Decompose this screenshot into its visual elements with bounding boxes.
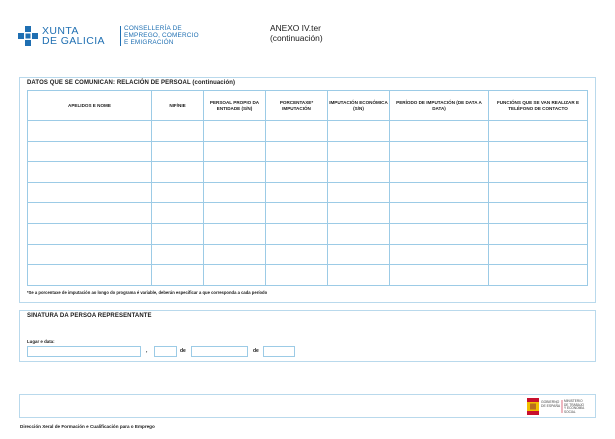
col-header-percentage: PORCENTAXE* IMPUTACIÓN — [265, 90, 328, 121]
table-cell[interactable] — [151, 243, 204, 266]
table-cell[interactable] — [203, 202, 266, 224]
table-cell[interactable] — [151, 120, 204, 142]
table-row — [27, 264, 588, 286]
table-cell[interactable] — [327, 264, 390, 286]
table-cell[interactable] — [488, 264, 588, 286]
table-cell[interactable] — [389, 140, 489, 163]
table-cell[interactable] — [265, 243, 328, 266]
table-row — [27, 243, 588, 266]
table-cell[interactable] — [203, 243, 266, 266]
table-cell[interactable] — [327, 140, 390, 163]
table-cell[interactable] — [265, 120, 328, 142]
col-header-functions: FUNCIÓNS QUE SE VAN REALIZAR E TELÉFONO … — [488, 90, 588, 121]
table-cell[interactable] — [488, 181, 588, 204]
table-cell[interactable] — [265, 140, 328, 163]
table-cell[interactable] — [327, 202, 390, 224]
table-row — [27, 161, 588, 183]
table-cell[interactable] — [27, 181, 152, 204]
spain-coat-of-arms-icon — [527, 398, 563, 415]
table-cell[interactable] — [151, 161, 204, 183]
col-header-nif: NIF/NIE — [151, 90, 204, 121]
personnel-section-title: DATOS QUE SE COMUNICAN: RELACIÓN DE PERS… — [27, 80, 236, 86]
table-cell[interactable] — [203, 140, 266, 163]
table-cell[interactable] — [488, 120, 588, 142]
place-date-label: Lugar e data: — [27, 339, 55, 344]
table-row — [27, 202, 588, 224]
table-cell[interactable] — [27, 120, 152, 142]
table-cell[interactable] — [327, 120, 390, 142]
table-header-row: APELIDOS E NOME NIF/NIE PERSOAL PROPIO D… — [27, 90, 588, 121]
xunta-logo: XUNTA DE GALICIA CONSELLERÍA DE EMPREGO,… — [18, 25, 208, 52]
footer-box — [19, 394, 596, 418]
table-cell[interactable] — [389, 181, 489, 204]
table-cell[interactable] — [265, 161, 328, 183]
table-cell[interactable] — [203, 161, 266, 183]
table-cell[interactable] — [151, 181, 204, 204]
personnel-section — [19, 77, 596, 303]
col-header-own-staff: PERSOAL PROPIO DA ENTIDADE (S/N) — [203, 90, 266, 121]
place-field[interactable] — [27, 346, 141, 357]
table-cell[interactable] — [265, 181, 328, 204]
month-field[interactable] — [191, 346, 248, 357]
col-header-name: APELIDOS E NOME — [27, 90, 152, 121]
gov-name: GOBIERNO DE ESPAÑA — [541, 400, 561, 408]
xunta-cross-icon — [18, 26, 38, 46]
year-field[interactable] — [263, 346, 295, 357]
table-cell[interactable] — [389, 161, 489, 183]
table-cell[interactable] — [203, 222, 266, 245]
table-cell[interactable] — [203, 264, 266, 286]
table-cell[interactable] — [488, 202, 588, 224]
table-cell[interactable] — [488, 243, 588, 266]
table-cell[interactable] — [327, 181, 390, 204]
table-cell[interactable] — [151, 264, 204, 286]
table-cell[interactable] — [265, 264, 328, 286]
table-cell[interactable] — [327, 222, 390, 245]
table-row — [27, 181, 588, 204]
table-cell[interactable] — [488, 161, 588, 183]
table-cell[interactable] — [27, 161, 152, 183]
col-header-period: PERÍODO DE IMPUTACIÓN (DE DATA A DATA) — [389, 90, 489, 121]
table-row — [27, 222, 588, 245]
table-cell[interactable] — [27, 264, 152, 286]
table-cell[interactable] — [265, 222, 328, 245]
table-cell[interactable] — [151, 140, 204, 163]
table-cell[interactable] — [389, 264, 489, 286]
table-cell[interactable] — [27, 222, 152, 245]
annex-title: ANEXO IV.ter (continuación) — [270, 23, 323, 43]
table-cell[interactable] — [265, 202, 328, 224]
ministry-name: MINISTERIO DE TRABAJO Y ECONOMÍA SOCIAL — [564, 399, 585, 414]
logo-department: CONSELLERÍA DE EMPREGO, COMERCIO E EMIGR… — [124, 25, 199, 46]
table-cell[interactable] — [27, 202, 152, 224]
comma-separator: , — [146, 348, 148, 354]
table-cell[interactable] — [488, 140, 588, 163]
table-cell[interactable] — [389, 120, 489, 142]
footnote: *Se a porcentaxe de imputación ao longo … — [27, 290, 268, 295]
logo-name: XUNTA DE GALICIA — [42, 25, 105, 47]
government-logo: GOBIERNO DE ESPAÑA MINISTERIO DE TRABAJO… — [527, 398, 593, 415]
table-cell[interactable] — [389, 243, 489, 266]
table-cell[interactable] — [27, 243, 152, 266]
table-cell[interactable] — [27, 140, 152, 163]
day-field[interactable] — [154, 346, 177, 357]
table-cell[interactable] — [327, 161, 390, 183]
logo-separator — [120, 26, 121, 46]
de-label-2: de — [253, 348, 259, 354]
table-body — [27, 120, 588, 286]
table-cell[interactable] — [203, 120, 266, 142]
footer-text: Dirección Xeral de Formación e Cualifica… — [20, 424, 155, 429]
signature-section-title: SINATURA DA PERSOA REPRESENTANTE — [27, 313, 152, 319]
table-cell[interactable] — [203, 181, 266, 204]
col-header-economic: IMPUTACIÓN ECONÓMICA (S/N) — [327, 90, 390, 121]
table-cell[interactable] — [389, 222, 489, 245]
de-label-1: de — [180, 348, 186, 354]
table-cell[interactable] — [389, 202, 489, 224]
table-cell[interactable] — [327, 243, 390, 266]
personnel-table: APELIDOS E NOME NIF/NIE PERSOAL PROPIO D… — [27, 90, 588, 286]
table-row — [27, 120, 588, 142]
signature-section — [19, 310, 596, 362]
table-cell[interactable] — [488, 222, 588, 245]
table-cell[interactable] — [151, 202, 204, 224]
table-row — [27, 140, 588, 163]
table-cell[interactable] — [151, 222, 204, 245]
